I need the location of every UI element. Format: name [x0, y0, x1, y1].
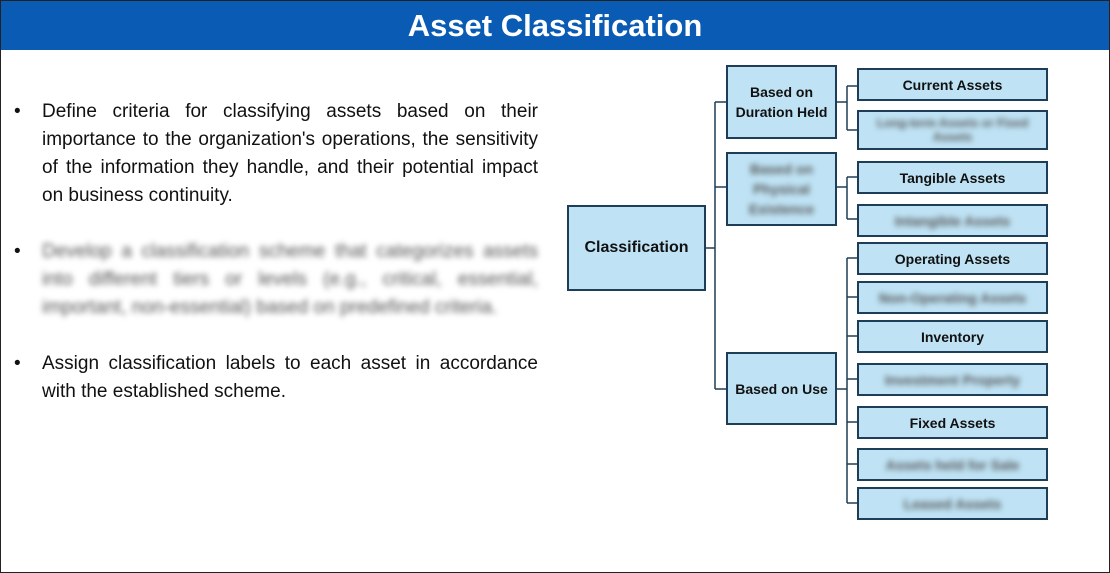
leaf-node-label: Long-term Assets or Fixed Assets	[876, 116, 1029, 144]
leaf-node-label: Tangible Assets	[899, 169, 1006, 186]
leaf-node-long-term-assets: Long-term Assets or Fixed Assets	[857, 110, 1048, 150]
category-node-label: Based on Use	[735, 380, 828, 397]
bullet-text: Develop a classification scheme that cat…	[42, 241, 538, 318]
leaf-node-label: Non-Operating Assets	[878, 289, 1027, 306]
leaf-node-current-assets: Current Assets	[857, 68, 1048, 101]
category-node-use: Based on Use	[726, 352, 837, 425]
leaf-node-label: Operating Assets	[894, 250, 1011, 267]
bullet-text: Define criteria for classifying assets b…	[42, 101, 538, 206]
leaf-node-non-operating-assets: Non-Operating Assets	[857, 281, 1048, 314]
leaf-node-fixed-assets: Fixed Assets	[857, 406, 1048, 439]
bullet-item: • Develop a classification scheme that c…	[12, 238, 538, 322]
bullet-dot-icon: •	[14, 241, 21, 262]
leaf-node-inventory: Inventory	[857, 320, 1048, 353]
leaf-node-label: Current Assets	[902, 76, 1003, 93]
leaf-node-label: Assets held for Sale	[885, 456, 1020, 473]
leaf-node-leased-assets: Leased Assets	[857, 487, 1048, 520]
leaf-node-label: Investment Property	[884, 371, 1021, 388]
leaf-node-operating-assets: Operating Assets	[857, 242, 1048, 275]
bullet-dot-icon: •	[14, 353, 21, 374]
root-node-classification: Classification	[567, 205, 706, 291]
leaf-node-label: Leased Assets	[903, 495, 1002, 512]
category-node-duration: Based on Duration Held	[726, 65, 837, 139]
leaf-node-label: Intangible Assets	[894, 212, 1011, 229]
leaf-node-label: Inventory	[920, 328, 984, 345]
bullet-dot-icon: •	[14, 101, 21, 122]
bullet-item: • Define criteria for classifying assets…	[12, 98, 538, 210]
category-node-physical: Based on Physical Existence	[726, 152, 837, 226]
bullet-text: Assign classification labels to each ass…	[42, 353, 538, 402]
bullet-list: • Define criteria for classifying assets…	[12, 98, 538, 434]
leaf-node-label: Fixed Assets	[909, 414, 996, 431]
root-node-label: Classification	[584, 239, 689, 256]
leaf-node-intangible-assets: Intangible Assets	[857, 204, 1048, 237]
category-node-label: Based on Physical Existence	[748, 161, 815, 217]
page-title: Asset Classification	[1, 1, 1109, 50]
bullet-item: • Assign classification labels to each a…	[12, 350, 538, 406]
leaf-node-assets-held-for-sale: Assets held for Sale	[857, 448, 1048, 481]
leaf-node-tangible-assets: Tangible Assets	[857, 161, 1048, 194]
category-node-label: Based on Duration Held	[735, 84, 828, 120]
leaf-node-investment-property: Investment Property	[857, 363, 1048, 396]
